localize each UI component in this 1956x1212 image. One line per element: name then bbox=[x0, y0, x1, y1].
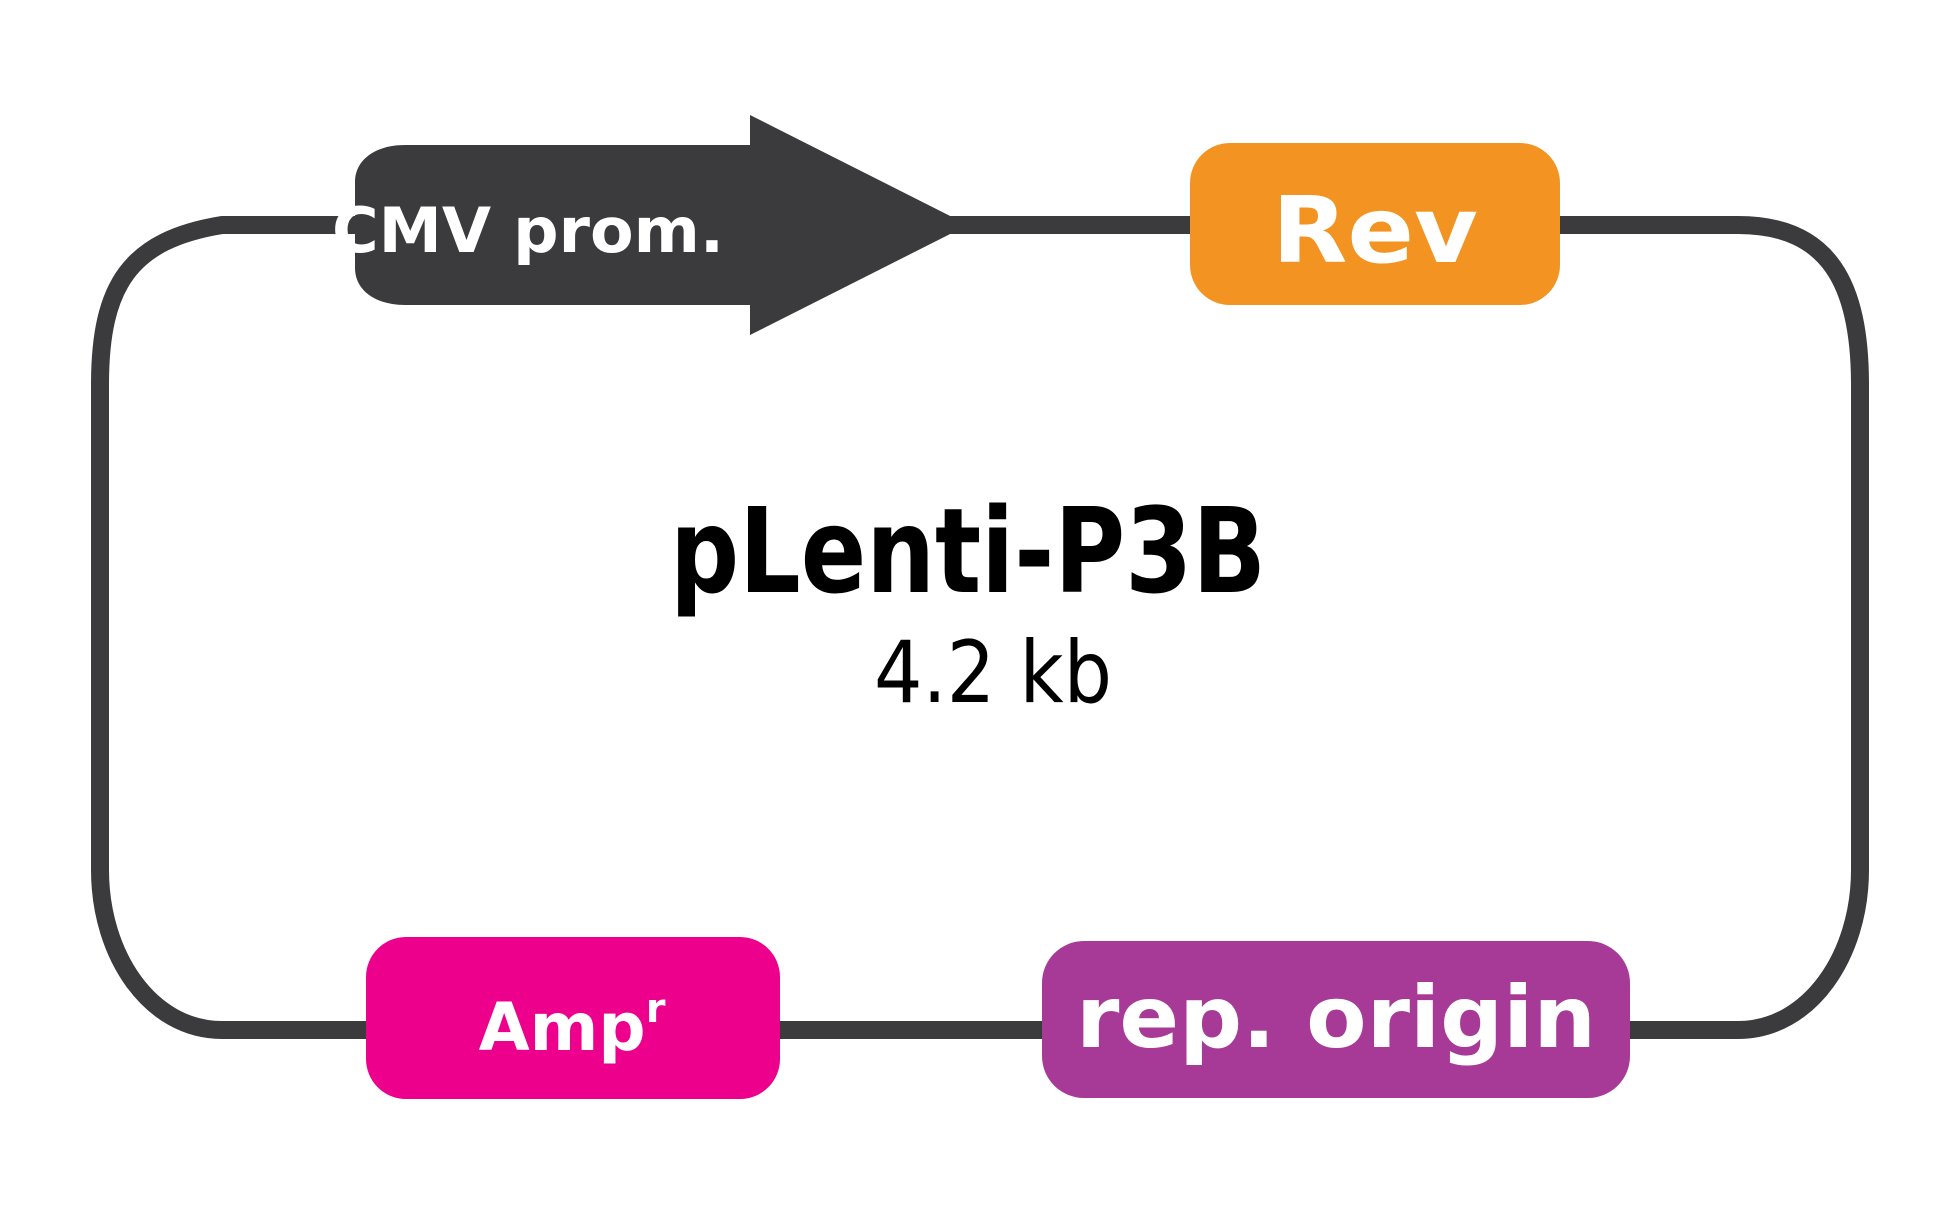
cmv-promoter-feature: CMV prom. bbox=[332, 115, 968, 335]
plasmid-name: pLenti-P3B bbox=[670, 482, 1266, 620]
rev-feature: Rev bbox=[1190, 143, 1560, 305]
plasmid-backbone bbox=[91, 216, 1869, 1039]
ampr-feature: Ampr bbox=[366, 937, 780, 1099]
rev-box bbox=[1190, 143, 1560, 305]
cmv-promoter-label: CMV prom. bbox=[332, 194, 724, 267]
rep-origin-feature: rep. origin bbox=[1042, 941, 1630, 1098]
ampr-label: Ampr bbox=[479, 986, 666, 1066]
rev-label: Rev bbox=[1272, 177, 1478, 284]
rep-origin-label: rep. origin bbox=[1076, 968, 1596, 1068]
ampr-label-main: Amp bbox=[479, 989, 646, 1066]
promoter-arrow-icon bbox=[355, 115, 968, 335]
plasmid-size: 4.2 kb bbox=[874, 623, 1112, 723]
ampr-box bbox=[366, 937, 780, 1099]
rep-origin-box bbox=[1042, 941, 1630, 1098]
ampr-label-superscript: r bbox=[646, 986, 666, 1032]
